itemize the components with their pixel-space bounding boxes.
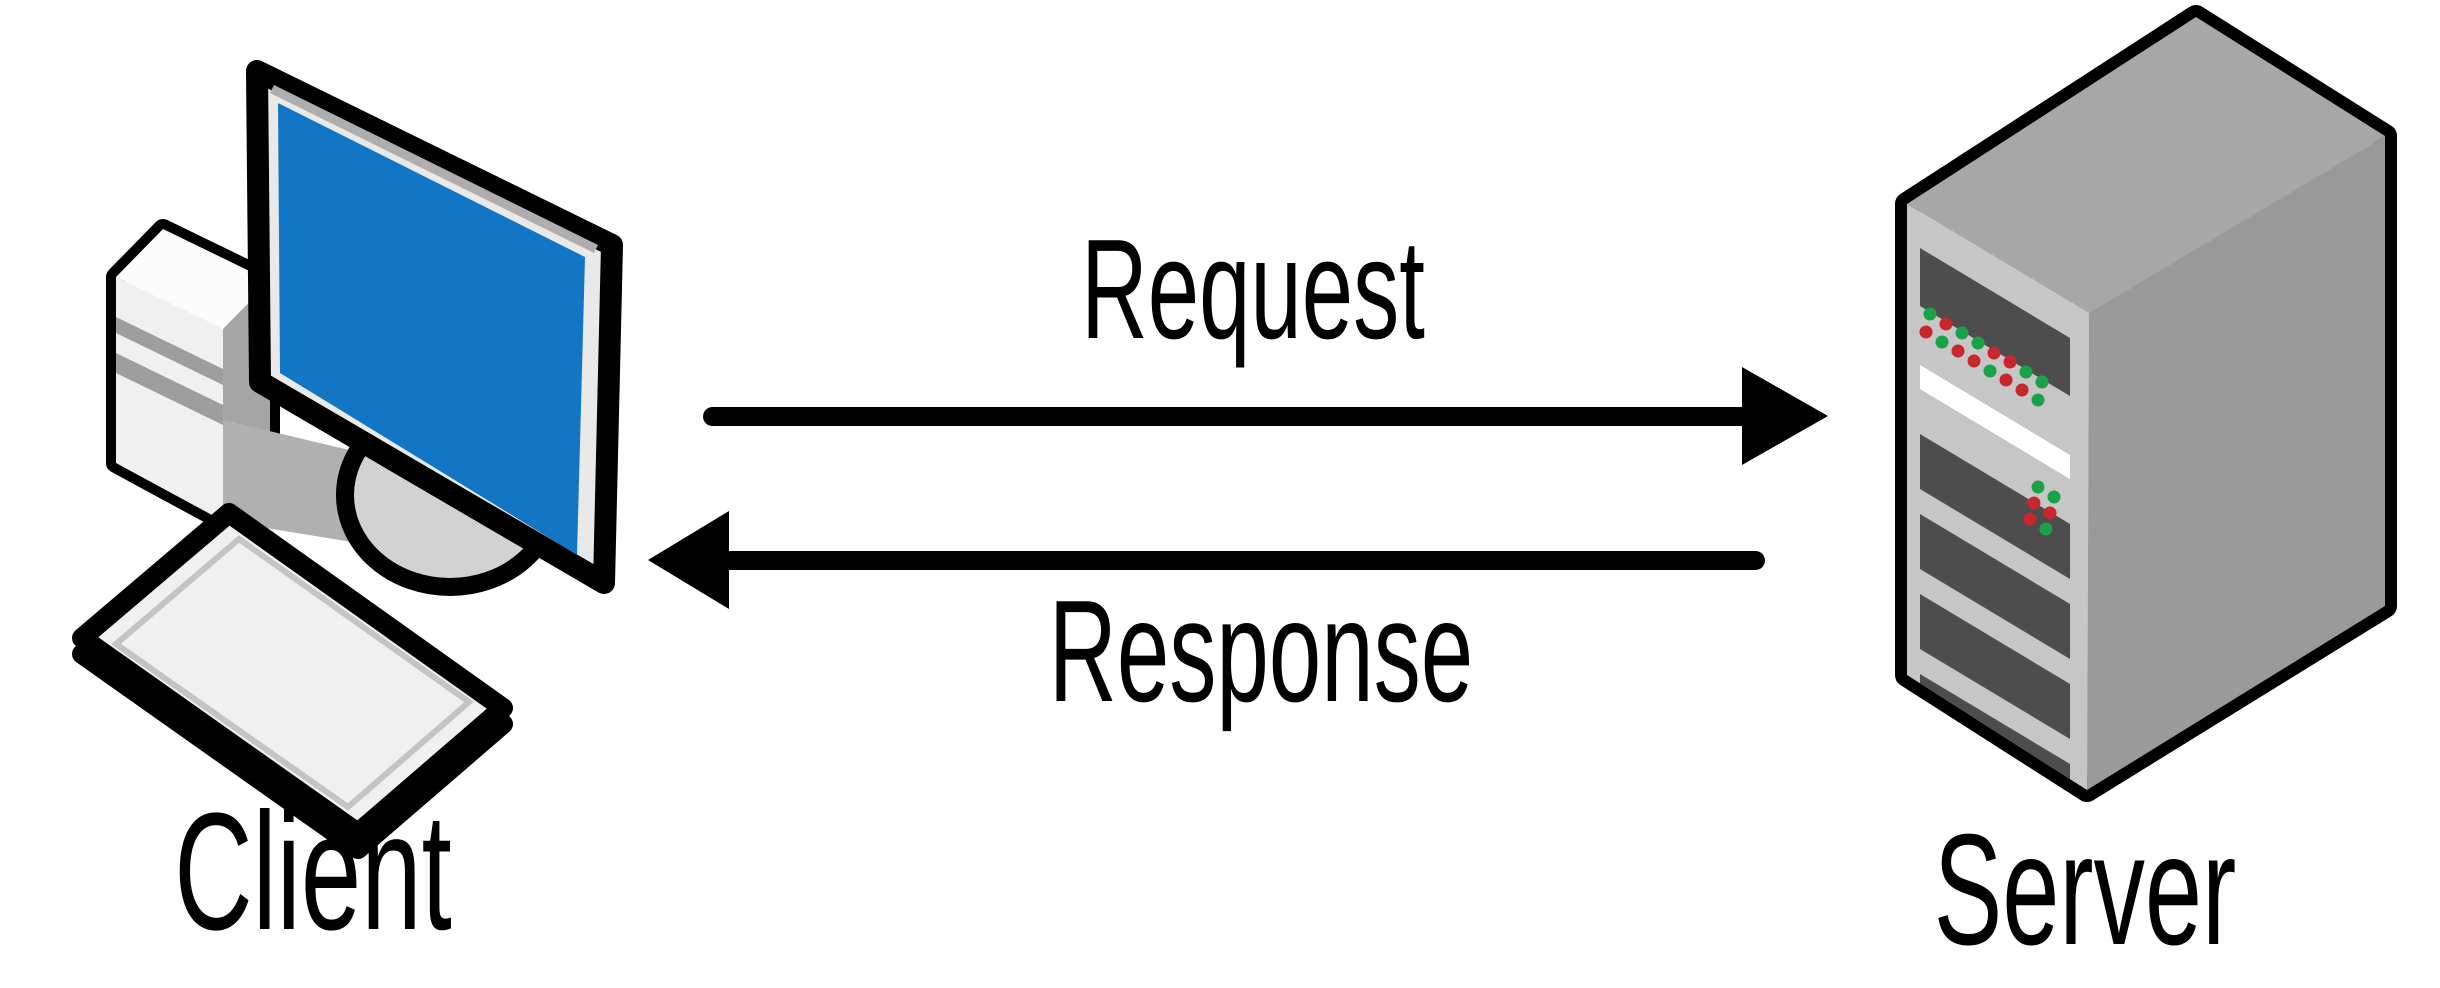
keyboard-inner-line — [111, 535, 474, 811]
server-led-lights-small — [2023, 480, 2061, 536]
server-drive-slot — [1920, 434, 2070, 579]
monitor-icon — [246, 60, 623, 594]
response-arrow-line — [728, 551, 1765, 570]
server-drive-slot — [1920, 514, 2070, 659]
response-arrow-head — [648, 511, 729, 609]
server-led-lights — [1919, 307, 2049, 407]
monitor-screen — [278, 103, 585, 555]
client-label: Client — [174, 779, 452, 965]
server-label: Server — [1933, 802, 2237, 978]
request-label: Request — [1081, 210, 1425, 369]
keyboard-icon — [72, 503, 513, 859]
tower-base-shadow — [223, 420, 370, 545]
tower-vent-stripe — [116, 317, 223, 385]
server-drive-slot — [1920, 248, 2070, 396]
response-label: Response — [1048, 570, 1474, 732]
request-arrow-line — [703, 407, 1751, 426]
monitor-bevel-line — [270, 84, 598, 254]
tower-vent-stripe — [116, 353, 223, 425]
server-drive-slot — [1920, 594, 2070, 739]
server-white-stripe — [1920, 365, 2070, 479]
server-tower-icon — [1895, 5, 2397, 802]
server-top-face — [1907, 17, 2385, 313]
server-right-face — [2087, 136, 2385, 790]
client-computer-icon — [72, 60, 623, 859]
request-arrow-head — [1742, 367, 1828, 465]
